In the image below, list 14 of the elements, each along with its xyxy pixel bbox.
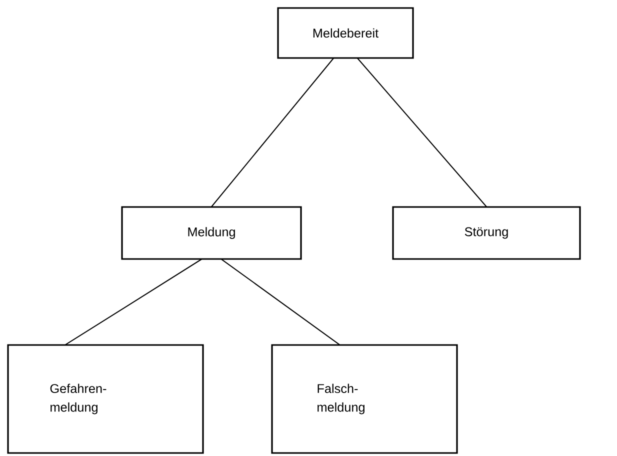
connector-line: [221, 258, 340, 346]
box-label: Meldebereit: [313, 28, 378, 38]
box: [392, 206, 581, 260]
box-label: Gefahren- meldung: [50, 384, 106, 414]
box-label: Störung: [464, 227, 508, 239]
connector-line: [211, 58, 334, 208]
box: [277, 7, 414, 59]
box: [121, 206, 302, 260]
box: [7, 344, 204, 454]
box-label: Meldung: [188, 227, 235, 239]
box-label: Falsch- meldung: [318, 384, 364, 414]
box: [271, 344, 458, 454]
connector-line: [357, 58, 487, 208]
connector-line: [65, 258, 202, 346]
